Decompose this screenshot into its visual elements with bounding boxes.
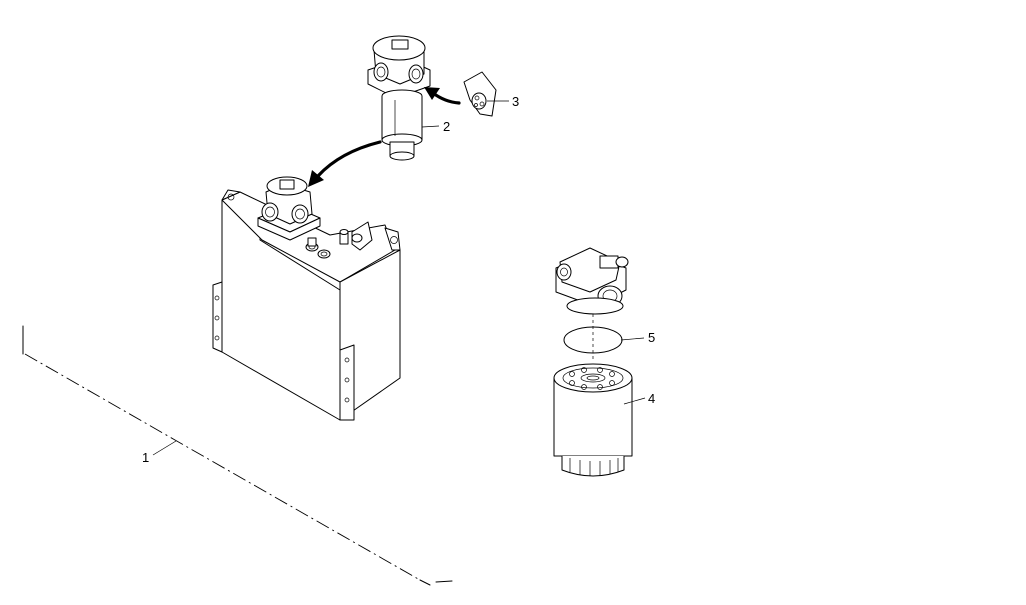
install-arrow-filter	[308, 140, 382, 187]
callout-2: 2	[443, 119, 450, 134]
filter-indicator	[463, 71, 497, 117]
leader-lines	[152, 100, 646, 456]
callout-1: 1	[142, 450, 149, 465]
spin-on-filter-head	[555, 247, 629, 315]
callout-4: 4	[648, 391, 655, 406]
spin-on-filter-cartridge	[553, 363, 633, 477]
callout-3: 3	[512, 94, 519, 109]
callout-5: 5	[648, 330, 655, 345]
hydraulic-tank	[212, 176, 401, 421]
tank-fittings	[305, 221, 373, 259]
install-arrow-indicator	[424, 87, 461, 105]
machine-boundary-line	[22, 325, 453, 586]
return-filter-assembly	[367, 35, 431, 161]
tank-filter-head	[257, 176, 321, 241]
o-ring-seal	[563, 314, 623, 360]
